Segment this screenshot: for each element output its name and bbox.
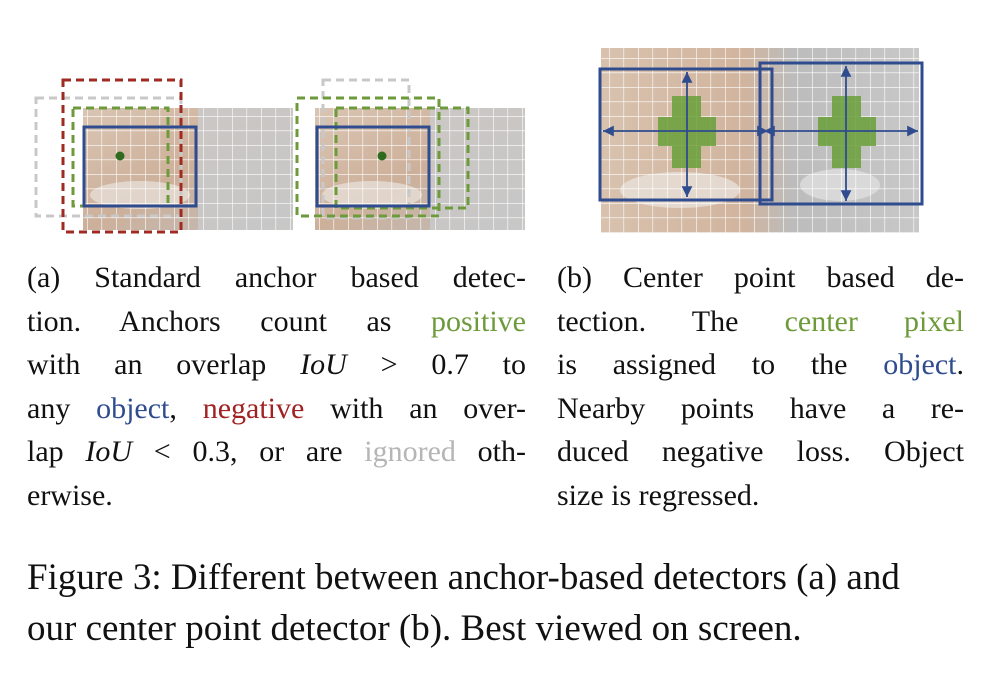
- ignored-anchor-box: [321, 78, 411, 220]
- caption-text: with an overlap: [27, 348, 301, 381]
- figure-caption-line-1: Figure 3: Different between anchor-based…: [27, 557, 900, 598]
- caption-text: tection. The: [557, 304, 785, 338]
- object-box: [82, 125, 198, 208]
- center-pixel-term: center pixel: [784, 304, 965, 338]
- math-operator: >: [346, 348, 432, 381]
- negative-term: negative: [202, 391, 305, 425]
- caption-text: tion. Anchors count as: [27, 304, 431, 338]
- caption-text: to: [468, 348, 526, 381]
- positive-anchor-box: [295, 96, 441, 218]
- panel-b-caption: (b) Center point based de- tection. The …: [557, 256, 964, 517]
- figure-caption: Figure 3: Different between anchor-based…: [27, 552, 972, 654]
- caption-text: , or are: [229, 435, 365, 468]
- caption-text: oth-: [455, 435, 526, 468]
- caption-text: Center point based de-: [622, 261, 965, 294]
- object-term: object: [883, 348, 957, 381]
- panel-b-label: (b): [557, 261, 592, 294]
- caption-text: erwise.: [27, 478, 113, 512]
- positive-term: positive: [431, 304, 526, 338]
- iou-symbol: IoU: [85, 435, 133, 468]
- figure-illustration: [34, 48, 924, 234]
- panel-a-image-2: [295, 78, 525, 230]
- caption-text: lap: [27, 435, 86, 468]
- positive-anchor-box: [334, 106, 470, 210]
- iou-symbol: IoU: [300, 348, 347, 381]
- ignored-term: ignored: [364, 435, 456, 468]
- caption-text: is assigned to the: [557, 348, 884, 381]
- anchor-center-dot: [377, 151, 387, 161]
- panel-a-image-1: [34, 78, 293, 234]
- negative-anchor-box: [61, 78, 183, 234]
- figure-caption-line-2: our center point detector (b). Best view…: [27, 608, 802, 649]
- threshold-value: 0.7: [431, 348, 469, 381]
- anchor-center-dot: [115, 151, 125, 161]
- caption-text: .: [956, 348, 965, 381]
- caption-text: size is regressed.: [557, 478, 760, 512]
- panel-b-image: [598, 48, 924, 233]
- threshold-value: 0.3: [192, 435, 230, 468]
- object-term: object: [96, 391, 170, 425]
- caption-text: Standard anchor based detec-: [94, 261, 526, 294]
- caption-text: with an over-: [304, 391, 526, 425]
- caption-text: Nearby points have a re-: [557, 391, 964, 425]
- caption-text: duced negative loss. Object: [557, 435, 964, 468]
- ignored-anchor-box: [34, 96, 183, 218]
- panel-a-caption: (a) Standard anchor based detec- tion. A…: [27, 256, 526, 517]
- object-box: [315, 125, 431, 208]
- panel-a-label: (a): [27, 261, 61, 294]
- caption-text: any: [27, 391, 97, 425]
- caption-text: ,: [169, 391, 203, 425]
- math-operator: <: [132, 435, 193, 468]
